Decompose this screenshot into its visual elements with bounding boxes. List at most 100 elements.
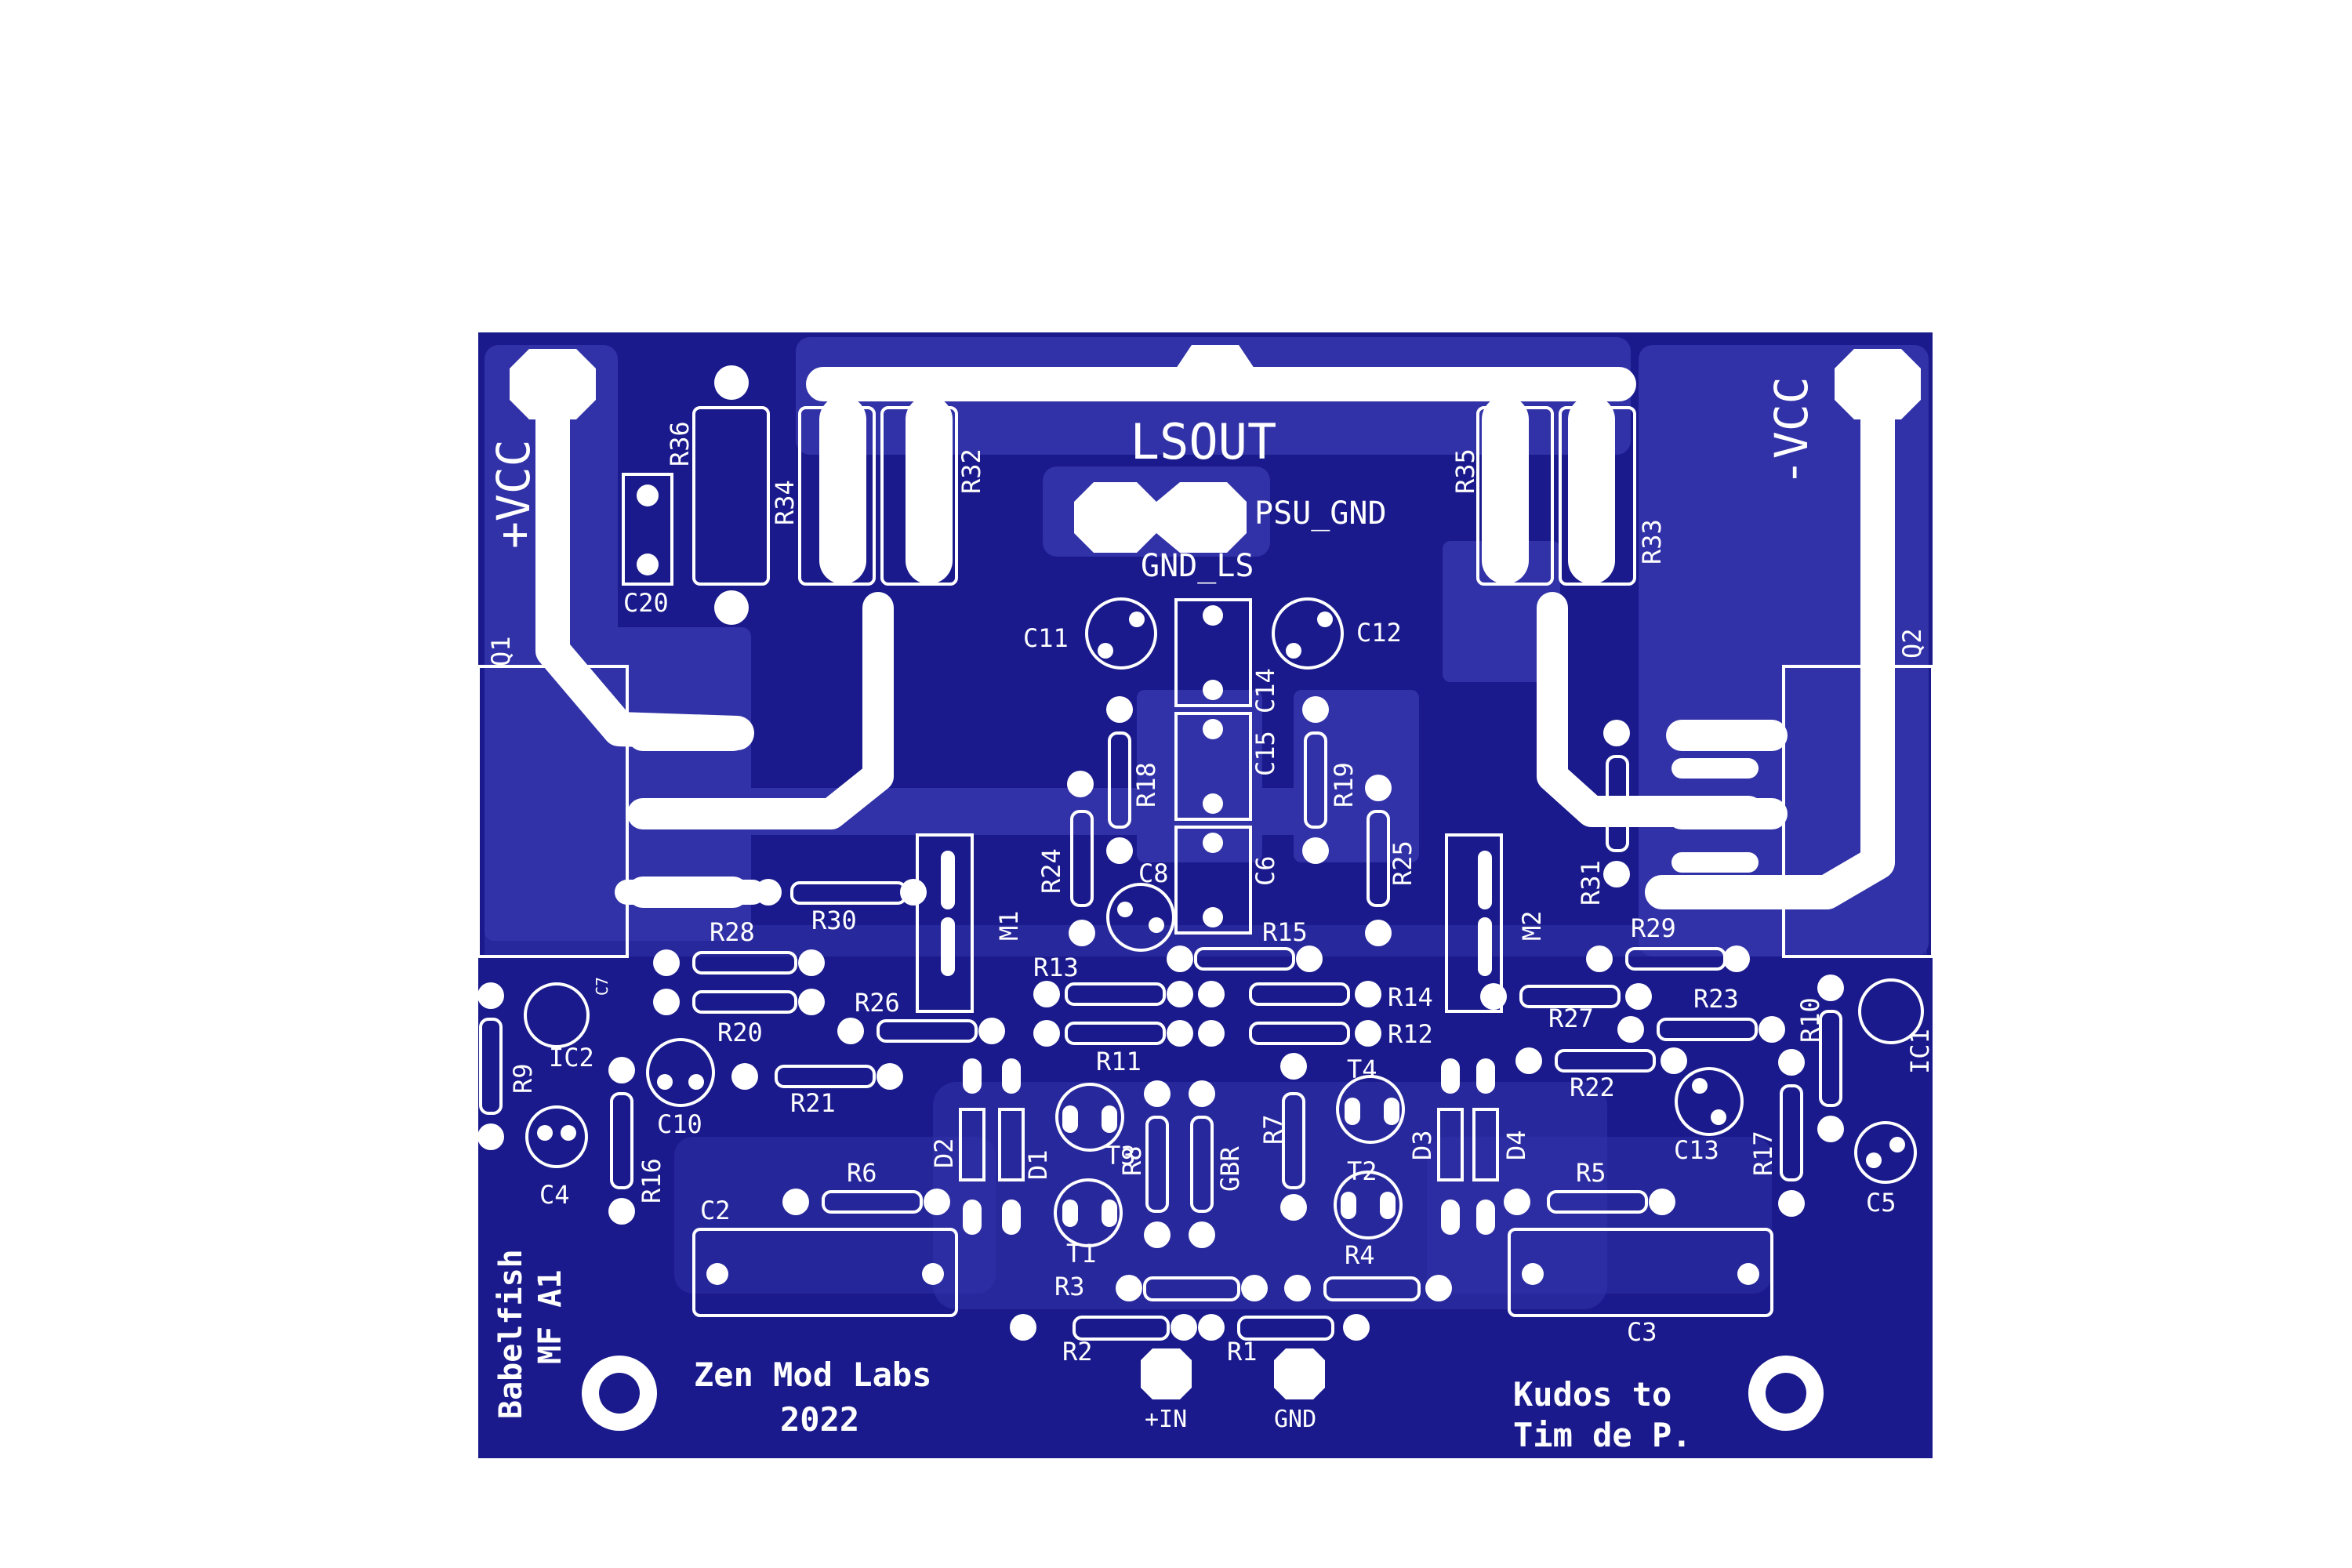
component-pads [477, 696, 1844, 1341]
label-c11: C11 [1023, 623, 1069, 653]
label-c20: C20 [623, 588, 669, 618]
credits-kudos-line2: Tim de P. [1513, 1416, 1692, 1454]
label-d1: D1 [1023, 1149, 1053, 1180]
label-r27: R27 [1548, 1004, 1594, 1033]
c2-outline [692, 1228, 958, 1317]
input-gnd-pad [1274, 1348, 1325, 1399]
label-r2: R2 [1062, 1337, 1093, 1367]
c20-pad-b [637, 554, 659, 575]
q1-outline [477, 665, 629, 958]
label-r22: R22 [1570, 1073, 1615, 1102]
label-r18: R18 [1131, 762, 1161, 808]
label-r17: R17 [1748, 1131, 1778, 1176]
label-r10: R10 [1795, 997, 1825, 1043]
q2-pad-3 [1666, 877, 1788, 908]
label-r31: R31 [1576, 860, 1606, 906]
label-t2: T2 [1347, 1156, 1377, 1186]
label-d4: D4 [1501, 1130, 1531, 1160]
label-r7: R7 [1258, 1114, 1288, 1145]
label-q2: Q2 [1897, 628, 1927, 659]
credits-year: 2022 [780, 1400, 859, 1439]
label-r3: R3 [1054, 1272, 1085, 1301]
label-c4: C4 [539, 1180, 570, 1210]
c3-pad-b [1737, 1263, 1759, 1285]
label-r20: R20 [717, 1018, 763, 1047]
ic1-outline [1858, 978, 1924, 1044]
label-ic1: IC1 [1905, 1029, 1935, 1074]
label-r25: R25 [1388, 840, 1417, 886]
lsout-label: LSOUT [1131, 413, 1277, 470]
c3-outline [1508, 1228, 1773, 1317]
m1-pads [941, 851, 1492, 976]
q1-pad-1 [627, 720, 749, 751]
credits-title-line1: Babelfish [493, 1249, 529, 1419]
diode-outlines [959, 1058, 1499, 1235]
label-c14: C14 [1250, 668, 1280, 713]
label-t3: T3 [1105, 1141, 1136, 1171]
label-r36: R36 [665, 421, 695, 466]
m1-outline [916, 833, 974, 1013]
credits-kudos-line1: Kudos to [1513, 1375, 1671, 1414]
label-r28: R28 [710, 917, 755, 947]
vcc-pos-label: +VCC [487, 439, 540, 549]
vcc-pos-pad [510, 349, 596, 419]
vcc-neg-label: -VCC [1765, 376, 1818, 486]
label-c3: C3 [1627, 1317, 1657, 1347]
label-r4: R4 [1345, 1240, 1375, 1270]
label-r23: R23 [1693, 984, 1739, 1014]
label-c10: C10 [657, 1109, 702, 1139]
q2-pad-2 [1666, 798, 1788, 829]
label-r15: R15 [1262, 917, 1308, 947]
q2-pad-1 [1666, 720, 1788, 751]
c20-outline [622, 473, 673, 586]
input-label: +IN [1145, 1406, 1187, 1433]
input-pad [1141, 1348, 1192, 1399]
label-c12: C12 [1356, 618, 1402, 648]
label-r29: R29 [1631, 913, 1676, 943]
c20-pad-a [637, 485, 659, 506]
label-r24: R24 [1036, 848, 1066, 894]
center-film-caps [1174, 598, 1252, 935]
q1-pad-2 [627, 798, 749, 829]
label-c5: C5 [1866, 1188, 1896, 1218]
label-d2: D2 [929, 1138, 959, 1168]
label-r6: R6 [847, 1158, 877, 1188]
label-r1: R1 [1227, 1337, 1258, 1367]
label-r21: R21 [790, 1088, 836, 1118]
label-c13: C13 [1674, 1135, 1719, 1165]
label-d3: D3 [1407, 1130, 1437, 1160]
ic2-outline [524, 982, 590, 1048]
label-r13: R13 [1033, 953, 1079, 982]
label-ic2: IC2 [549, 1043, 594, 1073]
label-r34: R34 [770, 480, 800, 525]
label-t4: T4 [1347, 1054, 1377, 1084]
label-c7: C7 [593, 977, 612, 996]
label-t1: T1 [1066, 1239, 1097, 1269]
part-designators: Q1 Q2 M1 M2 T1 T2 T3 T4 IC1 IC2 R1 R2 R3… [486, 421, 1935, 1367]
c3-pad-a [1522, 1263, 1544, 1285]
credits-title-line2: MF A1 [532, 1270, 568, 1364]
gnd-ls-label: GND_LS [1141, 548, 1254, 584]
credits-maker: Zen Mod Labs [694, 1356, 931, 1394]
label-r35: R35 [1450, 448, 1480, 494]
small-transistors [1054, 1075, 1405, 1247]
signal-resistors [479, 731, 1842, 1341]
label-r26: R26 [855, 988, 900, 1018]
label-r14: R14 [1388, 982, 1433, 1012]
label-c2: C2 [700, 1196, 731, 1225]
lsout-connector [819, 345, 1615, 584]
label-q1: Q1 [486, 636, 516, 666]
label-r9: R9 [508, 1063, 538, 1094]
vcc-neg-pad [1835, 349, 1921, 419]
label-r5: R5 [1576, 1158, 1606, 1188]
label-r19: R19 [1329, 762, 1359, 808]
label-c15: C15 [1250, 731, 1280, 776]
power-resistors [692, 365, 1636, 625]
label-r12: R12 [1388, 1019, 1433, 1049]
label-c8: C8 [1138, 858, 1169, 888]
label-r8: R8 [1117, 1145, 1147, 1176]
electrolytic-caps [525, 597, 1917, 1184]
psu-gnd-label: PSU_GND [1254, 495, 1387, 532]
m2-outline [1445, 833, 1503, 1013]
